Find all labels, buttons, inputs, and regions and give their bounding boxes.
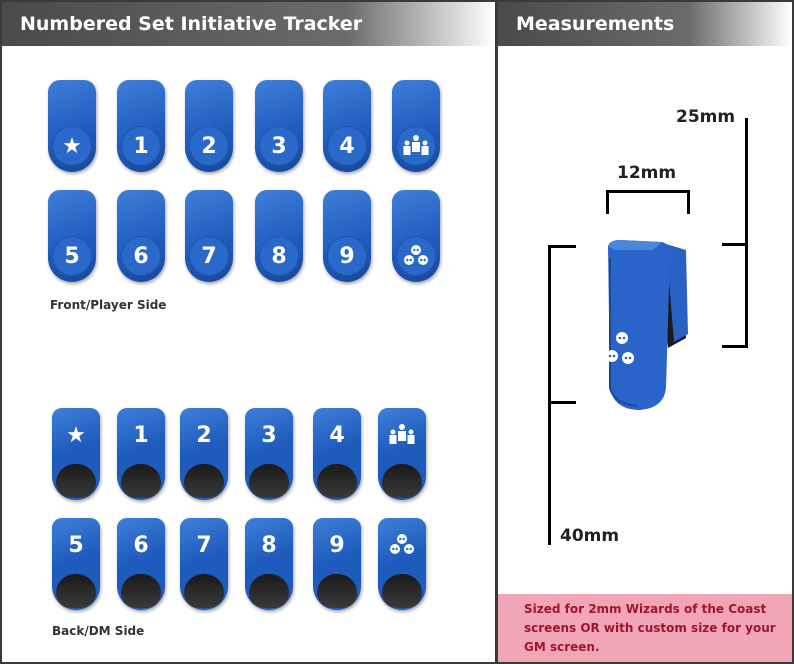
- width-bracket-right: [687, 190, 690, 214]
- token-number: 7: [189, 236, 229, 276]
- height-bracket-top: [548, 245, 576, 248]
- back-token-4: 4: [313, 408, 361, 500]
- front-token-skulls: [392, 190, 440, 282]
- front-token-2: 2: [185, 80, 233, 172]
- clip-bottom: [249, 464, 289, 498]
- panel-divider: [495, 0, 498, 664]
- clip-bottom: [121, 574, 161, 608]
- token-number: 6: [117, 518, 165, 572]
- clip-bottom: [56, 574, 96, 608]
- clip-bottom: [121, 464, 161, 498]
- token-number: 1: [121, 126, 161, 166]
- front-token-1: 1: [117, 80, 165, 172]
- front-side-label: Front/Player Side: [50, 298, 167, 312]
- clip-bottom: [56, 464, 96, 498]
- back-token-star: ★: [52, 408, 100, 500]
- front-token-7: 7: [185, 190, 233, 282]
- back-token-8: 8: [245, 518, 293, 610]
- front-token-group: [392, 80, 440, 172]
- width-label: 12mm: [617, 163, 677, 183]
- back-token-7: 7: [180, 518, 228, 610]
- skulls-icon: [378, 518, 426, 572]
- token-number: 6: [121, 236, 161, 276]
- left-panel-title: Numbered Set Initiative Tracker: [2, 2, 495, 46]
- back-token-2: 2: [180, 408, 228, 500]
- height-label: 40mm: [560, 526, 620, 546]
- group-icon: [378, 408, 426, 462]
- width-bracket-left: [606, 190, 609, 214]
- front-token-5: 5: [48, 190, 96, 282]
- clip-bottom: [184, 464, 224, 498]
- back-token-5: 5: [52, 518, 100, 610]
- depth-bracket-bottom: [722, 345, 748, 348]
- star-icon: ★: [52, 408, 100, 462]
- clip-bottom: [382, 464, 422, 498]
- back-side-label: Back/DM Side: [52, 624, 145, 638]
- width-bracket: [606, 190, 690, 193]
- token-number: 1: [117, 408, 165, 462]
- front-token-6: 6: [117, 190, 165, 282]
- front-token-9: 9: [323, 190, 371, 282]
- token-number: 9: [313, 518, 361, 572]
- group-icon: [396, 126, 436, 166]
- front-token-8: 8: [255, 190, 303, 282]
- back-token-skulls: [378, 518, 426, 610]
- back-token-6: 6: [117, 518, 165, 610]
- clip-bottom: [249, 574, 289, 608]
- clip-bottom: [382, 574, 422, 608]
- clip-bottom: [317, 464, 357, 498]
- back-token-3: 3: [245, 408, 293, 500]
- right-panel-title: Measurements: [498, 2, 792, 46]
- depth-bracket-tip: [745, 118, 748, 121]
- depth-bracket: [745, 118, 748, 348]
- height-bracket: [548, 245, 551, 545]
- token-number: 7: [180, 518, 228, 572]
- sizing-note: Sized for 2mm Wizards of the Coast scree…: [498, 594, 792, 662]
- token-number: 3: [259, 126, 299, 166]
- token-number: 3: [245, 408, 293, 462]
- token-number: 8: [245, 518, 293, 572]
- front-token-3: 3: [255, 80, 303, 172]
- token-number: 4: [327, 126, 367, 166]
- token-number: 5: [52, 236, 92, 276]
- back-token-group: [378, 408, 426, 500]
- star-icon: ★: [52, 126, 92, 166]
- token-number: 2: [180, 408, 228, 462]
- front-token-star: ★: [48, 80, 96, 172]
- token-number: 5: [52, 518, 100, 572]
- clip-illustration: [606, 240, 688, 410]
- depth-bracket-top: [722, 243, 748, 246]
- front-token-4: 4: [323, 80, 371, 172]
- depth-label: 25mm: [676, 107, 736, 127]
- skulls-icon: [396, 236, 436, 276]
- token-number: 2: [189, 126, 229, 166]
- token-number: 9: [327, 236, 367, 276]
- token-number: 8: [259, 236, 299, 276]
- clip-bottom: [317, 574, 357, 608]
- back-token-9: 9: [313, 518, 361, 610]
- back-token-1: 1: [117, 408, 165, 500]
- clip-bottom: [184, 574, 224, 608]
- height-bracket-mid: [548, 401, 576, 404]
- token-number: 4: [313, 408, 361, 462]
